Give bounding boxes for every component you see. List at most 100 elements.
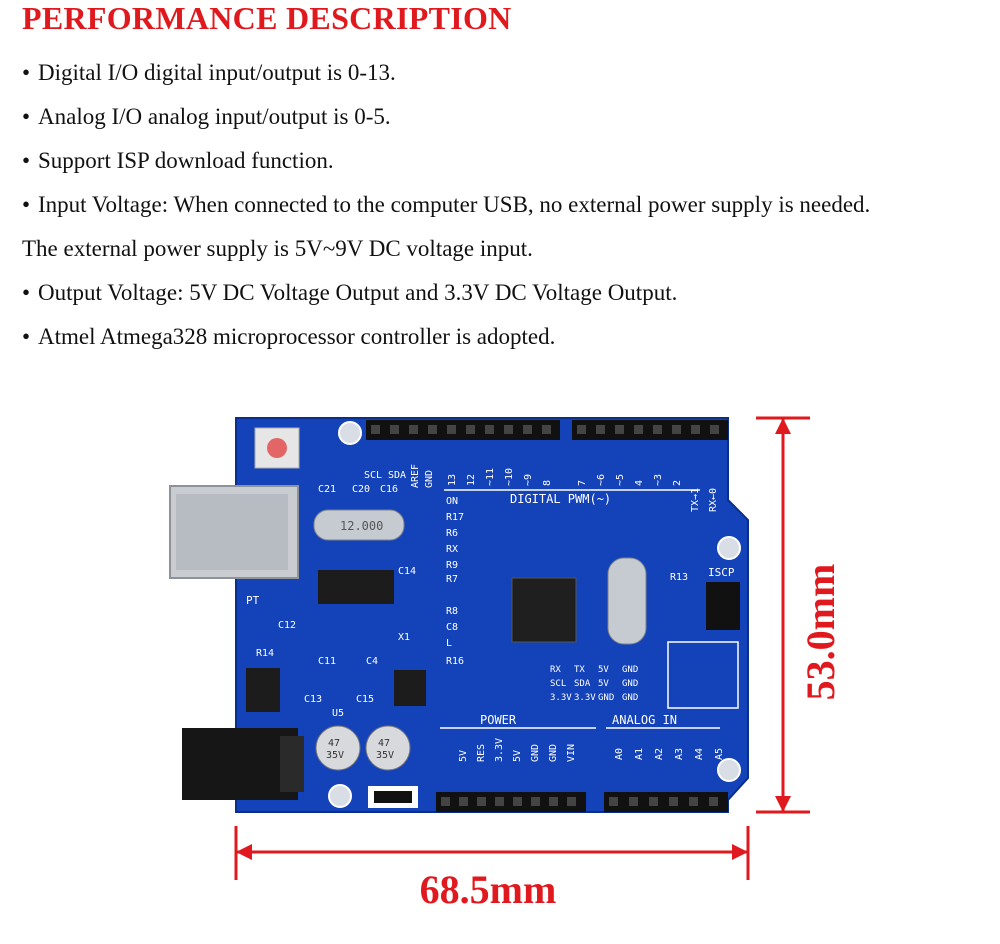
bullet-marker: • [22,148,31,173]
c11-label: C11 [318,656,336,667]
c16-label: C16 [380,484,398,495]
dc-jack [182,728,298,800]
c13-label: C13 [304,694,322,705]
r8-label: R8 [446,606,458,617]
digital-pin-label: 2 [672,480,683,486]
small-chip [394,670,426,706]
analog-pin-label: A1 [634,748,645,760]
feature-text: The external power supply is 5V~9V DC vo… [22,236,533,261]
bullet-marker: • [22,60,31,85]
l-label: L [446,638,452,649]
cap1-voltage: 35V [326,750,344,761]
bullet-marker: • [22,280,31,305]
cap1-value: 47 [328,738,340,749]
power-pin-label: GND [548,744,559,762]
page-title: PERFORMANCE DESCRIPTION [22,0,512,36]
digital-pin-label: ~10 [504,468,515,486]
breakout-row-label: GND [622,679,638,689]
breakout-row-label: 5V [598,679,609,689]
header-pin [629,797,638,806]
header-pin [691,425,700,434]
breakout-header-area [667,641,739,709]
mounting-hole [717,536,741,560]
power-pin-label: VIN [566,744,577,762]
on-label: ON [446,496,458,507]
digital-pin-label: ~3 [653,474,664,486]
rx-label: RX←0 [708,488,719,512]
c8-label: C8 [446,622,458,633]
bullet-marker: • [22,104,31,129]
analog-pin-label: A3 [674,748,685,760]
c12-label: C12 [278,620,296,631]
dc-jack-front [280,736,304,792]
breakout-row-label: SDA [574,679,591,689]
header-pin [441,797,450,806]
crystal [313,509,405,541]
breakout-row-label: 5V [598,665,609,675]
digital-pin-label: 8 [542,480,553,486]
cap2-voltage: 35V [376,750,394,761]
c15-label: C15 [356,694,374,705]
power-pin-label: 3.3V [494,738,505,762]
r16-label: R16 [446,656,464,667]
digital-pin-label: ~5 [615,474,626,486]
mounting-hole [717,758,741,782]
digital-pin-label: ~9 [523,474,534,486]
gnd-label: GND [424,470,435,488]
header-pin [428,425,437,434]
feature-text: Output Voltage: 5V DC Voltage Output and… [38,280,678,305]
breakout-row-label: 3.3V [550,693,572,703]
header-pin [459,797,468,806]
oscillator [607,557,647,645]
r7-label: R7 [446,574,458,585]
sda-label: SDA [388,470,406,481]
digital-pin-label: ~11 [485,468,496,486]
c21-label: C21 [318,484,336,495]
header-pin [513,797,522,806]
header-pin [504,425,513,434]
bullet-marker: • [22,192,31,217]
feature-line-external-supply: The external power supply is 5V~9V DC vo… [22,236,533,262]
digital-pin-label: 7 [577,480,588,486]
breakout-row-label: 3.3V [574,693,596,703]
scl-label: SCL [364,470,382,481]
breakout-row-label: TX [574,665,585,675]
electrolytic-capacitor [365,725,411,771]
r14-label: R14 [256,648,274,659]
digital-label: DIGITAL PWM(~) [510,492,611,506]
header-pin [709,797,718,806]
header-pin [466,425,475,434]
header-pin [523,425,532,434]
breakout-row-label: RX [550,665,561,675]
r9-label: R9 [446,560,458,571]
aref-label: AREF [410,464,421,488]
feature-line-processor: •Atmel Atmega328 microprocessor controll… [22,324,555,350]
feature-line-output-voltage: • Output Voltage: 5V DC Voltage Output an… [22,280,677,306]
header-pin [390,425,399,434]
header-pin [485,425,494,434]
power-pin-label: 5V [512,750,523,762]
c4-label: C4 [366,656,378,667]
u5-label: U5 [332,708,344,719]
usb-connector-inner [176,494,288,570]
analog-pin-label: A0 [614,748,625,760]
digital-pin-label: 13 [447,474,458,486]
feature-text: Atmel Atmega328 microprocessor controlle… [38,324,556,349]
analog-pin-label: A5 [714,748,725,760]
power-pin-label: 5V [458,750,469,762]
header-pin [672,425,681,434]
header-pin [634,425,643,434]
header-pin [615,425,624,434]
power-label: POWER [480,713,517,727]
digital-header-right [572,420,728,440]
microcontroller-chip [511,577,577,643]
analog-label: ANALOG IN [612,713,677,727]
breakout-row-label: SCL [550,679,566,689]
feature-line-input-voltage: •Input Voltage: When connected to the co… [22,192,870,218]
c14-label: C14 [398,566,416,577]
rx-led-label: RX [446,544,458,555]
tx-label: TX→1 [690,488,701,512]
header-pin [371,425,380,434]
header-pin [649,797,658,806]
feature-text: Support ISP download function. [38,148,334,173]
